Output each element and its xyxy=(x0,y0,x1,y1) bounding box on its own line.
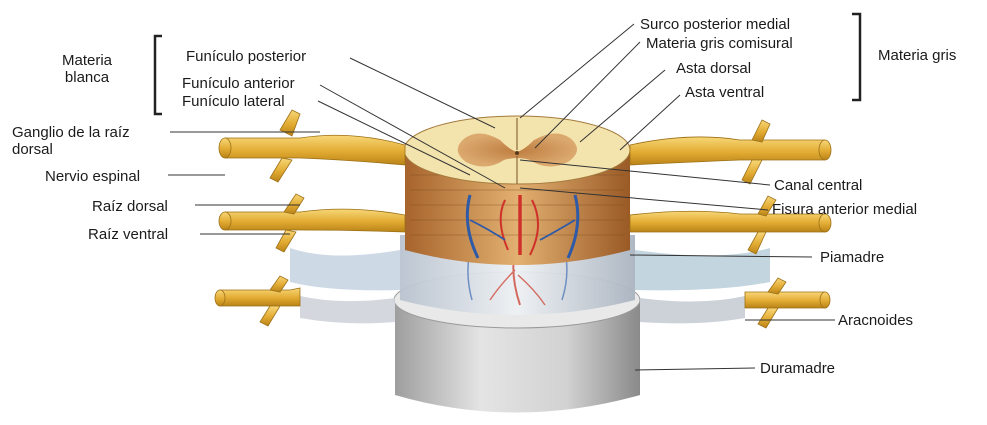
label-funiculo-lateral: Funículo lateral xyxy=(182,93,285,110)
label-piamadre: Piamadre xyxy=(820,249,884,266)
spinal-cord xyxy=(404,116,630,265)
label-surco-posterior-medial: Surco posterior medial xyxy=(640,16,790,33)
label-materia-blanca: Materia blanca xyxy=(62,52,112,86)
label-aracnoides: Aracnoides xyxy=(838,312,913,329)
label-funiculo-posterior: Funículo posterior xyxy=(186,48,306,65)
label-materia-gris-comisural: Materia gris comisural xyxy=(646,35,793,52)
label-ganglio-raiz-dorsal: Ganglio de la raíz dorsal xyxy=(12,124,130,158)
label-fisura-anterior-medial: Fisura anterior medial xyxy=(772,201,917,218)
label-materia-gris: Materia gris xyxy=(878,47,956,64)
label-funiculo-anterior: Funículo anterior xyxy=(182,75,295,92)
label-asta-dorsal: Asta dorsal xyxy=(676,60,751,77)
label-canal-central: Canal central xyxy=(774,177,862,194)
label-raiz-ventral: Raíz ventral xyxy=(88,226,168,243)
label-duramadre: Duramadre xyxy=(760,360,835,377)
label-asta-ventral: Asta ventral xyxy=(685,84,764,101)
label-raiz-dorsal: Raíz dorsal xyxy=(92,198,168,215)
label-nervio-espinal: Nervio espinal xyxy=(45,168,140,185)
